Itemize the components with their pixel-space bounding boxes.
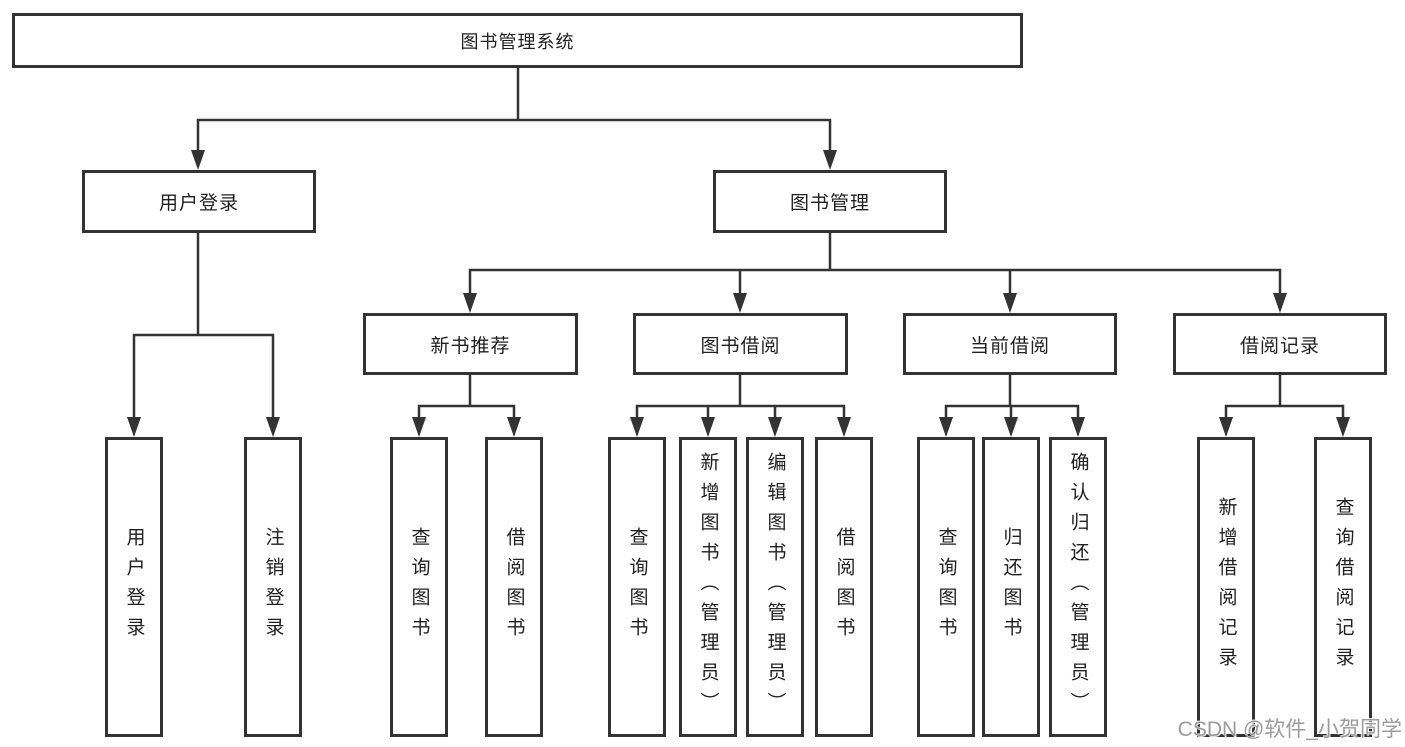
- leaf-user-login-label: 用户登录: [123, 527, 145, 647]
- leaf-borrow-books: 借阅图书: [815, 437, 873, 737]
- leaf-edit-book-admin-label: 编辑图书（管理员）: [764, 452, 786, 722]
- edge-user-login-split: [132, 333, 275, 419]
- leaf-logout-label: 注销登录: [262, 527, 284, 647]
- leaf-query-borrow-record: 查询借阅记录: [1314, 437, 1372, 737]
- edge-borrow-records-split: [1224, 375, 1345, 419]
- leaf-query-books-current: 查询图书: [917, 437, 975, 737]
- edge-current-borrow-split: [944, 375, 1080, 419]
- edge-book-borrow-split: [635, 375, 846, 419]
- leaf-confirm-return-admin: 确认归还（管理员）: [1049, 437, 1107, 737]
- leaf-return-book-label: 归还图书: [1000, 527, 1022, 647]
- csdn-watermark: CSDN @软件_小贺同学: [1177, 718, 1402, 741]
- edge-new-book-split: [417, 375, 516, 419]
- node-user-login-label: 用户登录: [158, 193, 239, 214]
- edge-book-mgmt-split: [468, 268, 1282, 294]
- node-user-login: 用户登录: [82, 170, 316, 233]
- node-book-management: 图书管理: [713, 170, 947, 233]
- leaf-add-book-admin: 新增图书（管理员）: [679, 437, 737, 737]
- leaf-add-book-admin-label: 新增图书（管理员）: [697, 452, 719, 722]
- leaf-logout: 注销登录: [244, 437, 302, 737]
- node-book-borrow: 图书借阅: [633, 313, 848, 375]
- leaf-borrow-books-recommend-label: 借阅图书: [503, 527, 525, 647]
- node-book-borrow-label: 图书借阅: [700, 335, 781, 357]
- leaf-query-books-borrow-label: 查询图书: [626, 527, 648, 647]
- leaf-confirm-return-admin-label: 确认归还（管理员）: [1067, 452, 1089, 722]
- leaf-return-book: 归还图书: [982, 437, 1040, 737]
- node-new-book-recommend: 新书推荐: [363, 313, 578, 375]
- leaf-borrow-books-recommend: 借阅图书: [485, 437, 543, 737]
- leaf-query-books-recommend-label: 查询图书: [408, 527, 430, 647]
- leaf-query-books-current-label: 查询图书: [935, 527, 957, 647]
- node-root-label: 图书管理系统: [460, 31, 575, 52]
- node-book-management-label: 图书管理: [789, 193, 870, 214]
- node-current-borrow-label: 当前借阅: [969, 335, 1050, 357]
- node-borrow-records: 借阅记录: [1173, 313, 1387, 375]
- leaf-query-books-recommend: 查询图书: [390, 437, 448, 737]
- leaf-query-books-borrow: 查询图书: [608, 437, 666, 737]
- leaf-query-borrow-record-label: 查询借阅记录: [1332, 497, 1354, 677]
- node-current-borrow: 当前借阅: [903, 313, 1117, 375]
- leaf-add-borrow-record-label: 新增借阅记录: [1215, 497, 1237, 677]
- node-borrow-records-label: 借阅记录: [1239, 335, 1320, 357]
- leaf-edit-book-admin: 编辑图书（管理员）: [746, 437, 804, 737]
- node-new-book-recommend-label: 新书推荐: [430, 335, 511, 357]
- edge-root-split: [196, 118, 832, 152]
- leaf-add-borrow-record: 新增借阅记录: [1197, 437, 1255, 737]
- leaf-borrow-books-label: 借阅图书: [833, 527, 855, 647]
- node-root: 图书管理系统: [12, 13, 1023, 68]
- leaf-user-login: 用户登录: [105, 437, 163, 737]
